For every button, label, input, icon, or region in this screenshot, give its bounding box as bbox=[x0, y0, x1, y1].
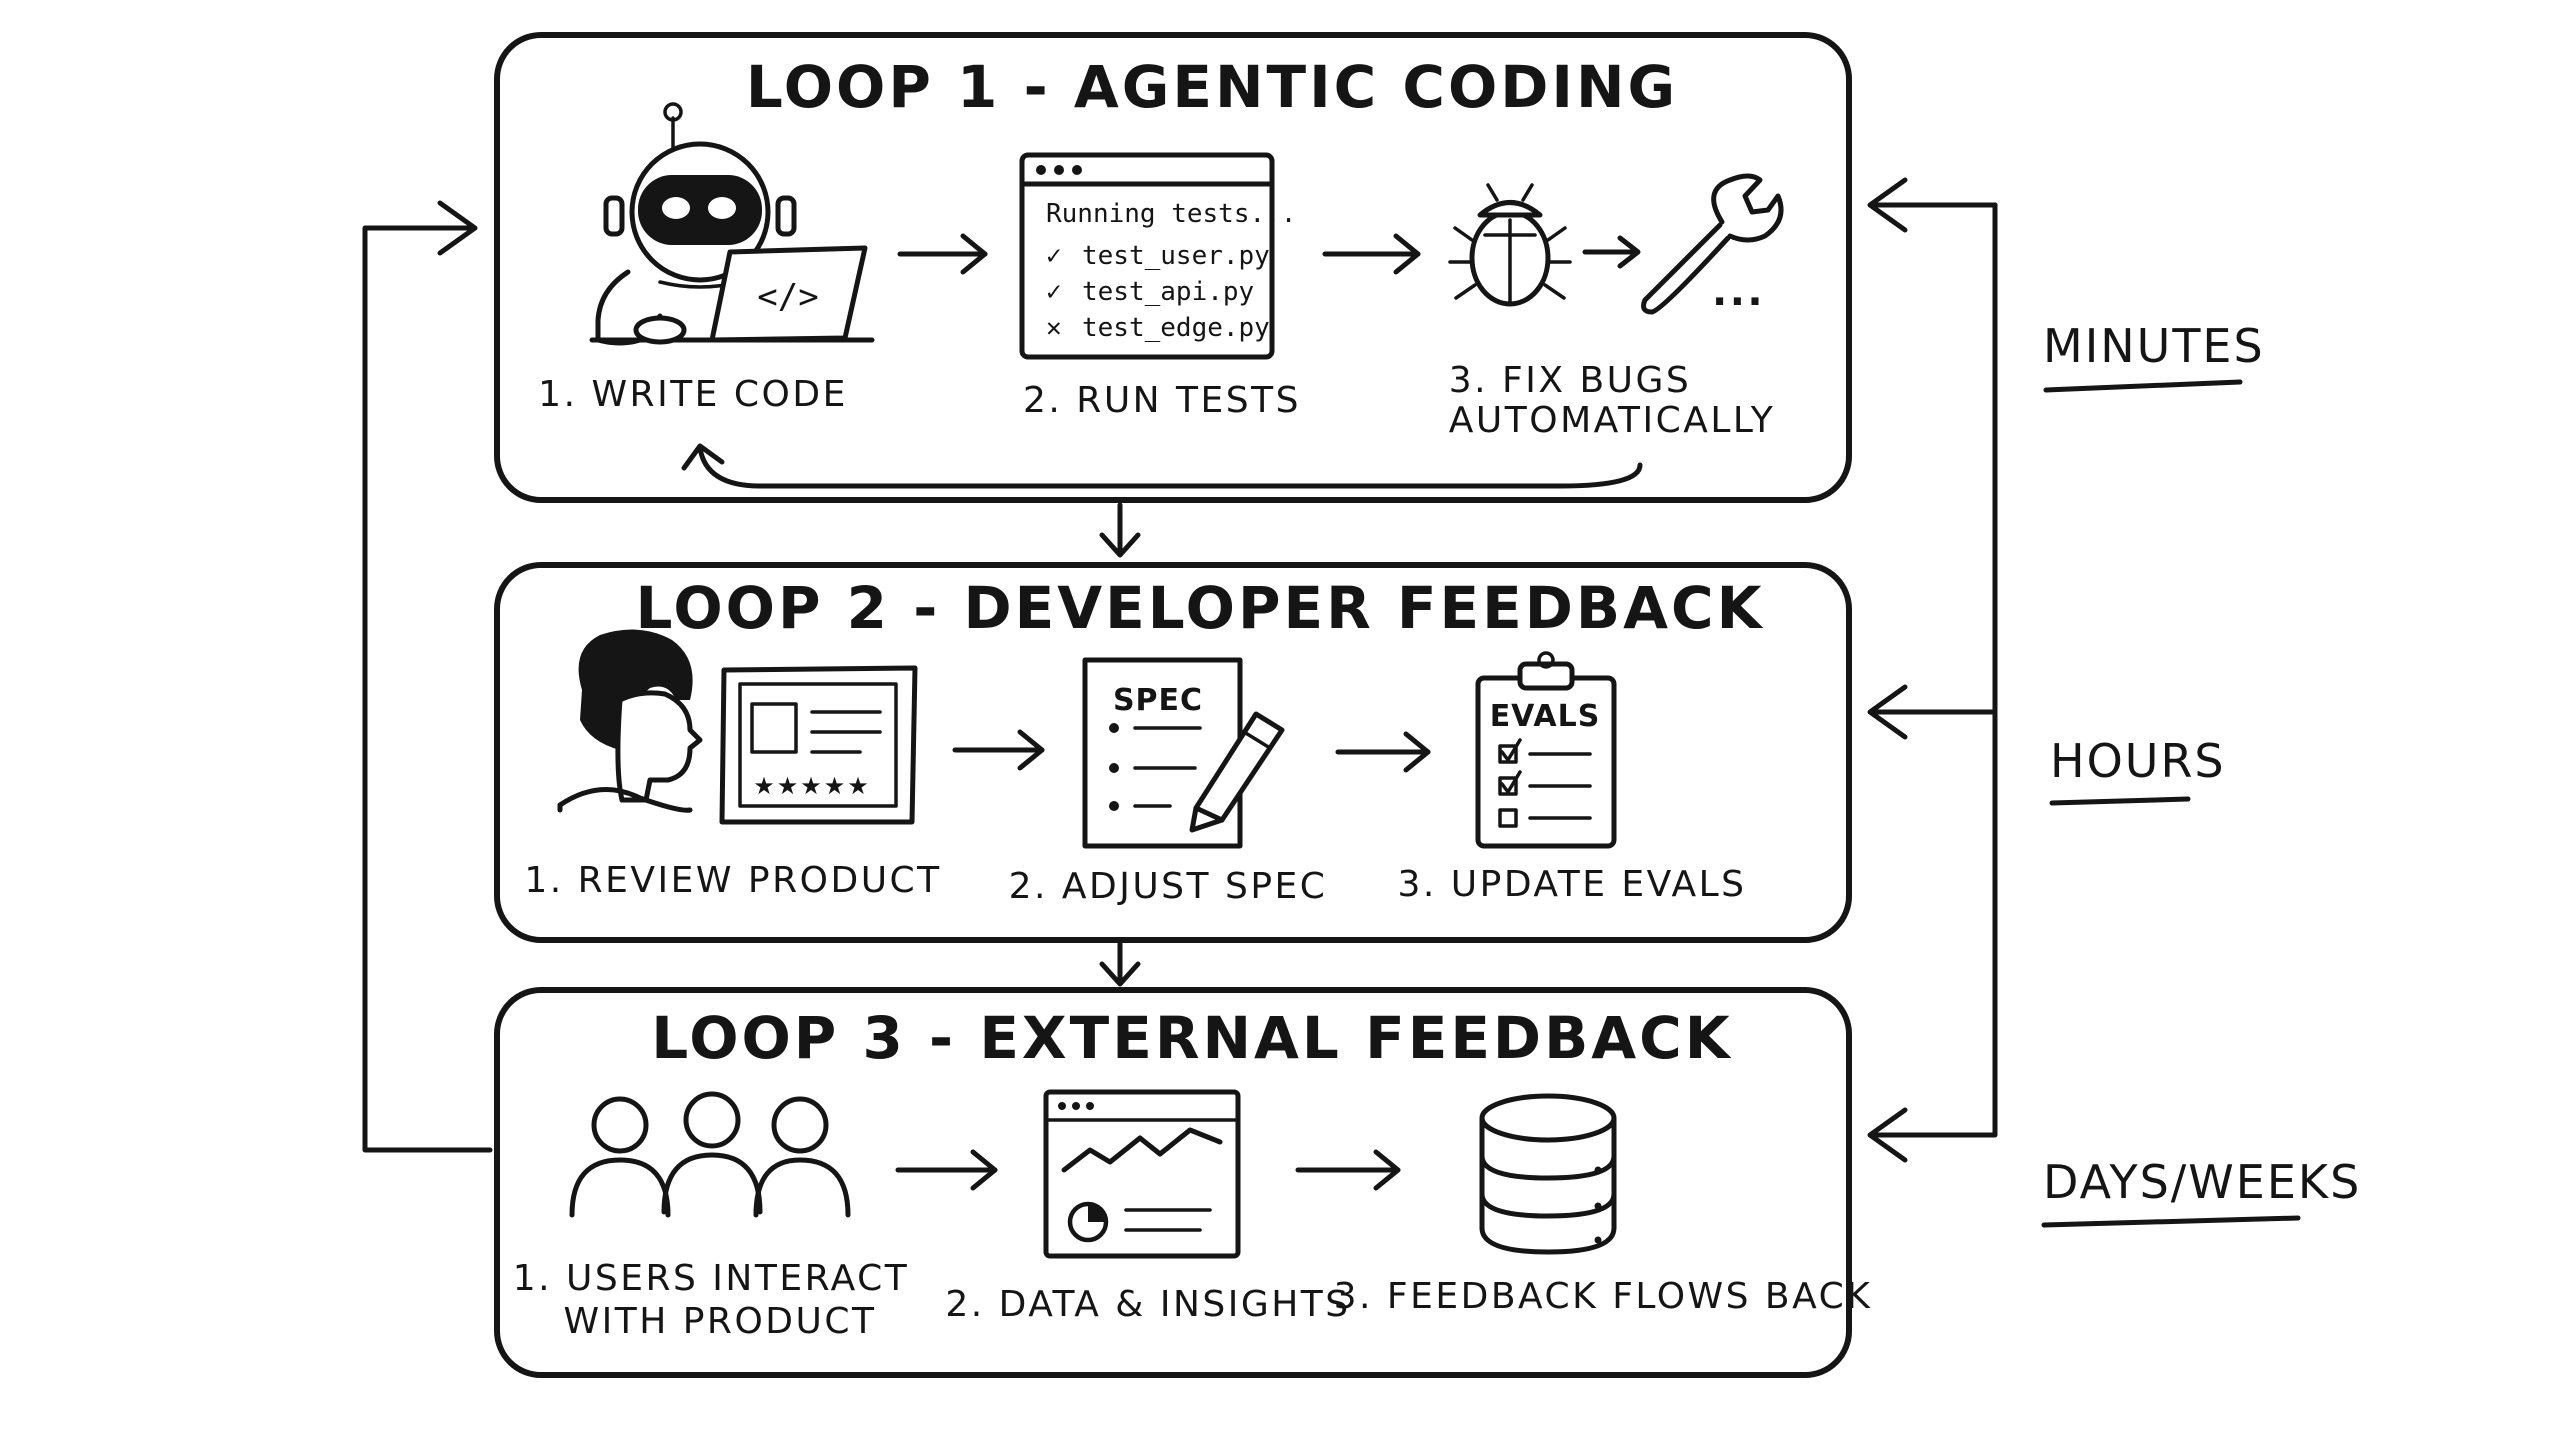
test-terminal-window bbox=[1019, 152, 1275, 360]
loop-1-arrow-2 bbox=[1322, 233, 1421, 275]
loop-1-return-arrow bbox=[681, 443, 1643, 489]
loop-1-step-1-label: 1. WRITE CODE bbox=[538, 374, 848, 415]
loop-2-title: LOOP 2 - DEVELOPER FEEDBACK bbox=[635, 574, 1764, 642]
loop-2-arrow-2 bbox=[1335, 731, 1431, 773]
loop-1-step-3-label-line-1: 3. FIX BUGS bbox=[1449, 360, 1692, 401]
loop-1-step-2-label: 2. RUN TESTS bbox=[1023, 380, 1301, 421]
terminal-check-1: ✓ bbox=[1046, 241, 1062, 271]
loop-2-arrow-1 bbox=[952, 729, 1045, 771]
terminal-cross-3: ✕ bbox=[1046, 313, 1062, 343]
product-screen-icon bbox=[719, 665, 918, 825]
loop-1-arrow-1 bbox=[897, 233, 988, 275]
evals-clipboard-label: EVALS bbox=[1490, 699, 1601, 734]
outer-left-feedback-path bbox=[362, 200, 493, 1153]
loop-3-step-1-label-line-1: 1. USERS INTERACT bbox=[513, 1258, 910, 1299]
analytics-dashboard-icon bbox=[1043, 1089, 1241, 1259]
timescale-hours: HOURS bbox=[2050, 734, 2226, 788]
spec-document-label: SPEC bbox=[1113, 683, 1203, 718]
wrench-ellipsis: ... bbox=[1712, 269, 1765, 315]
developer-person-icon bbox=[557, 629, 703, 813]
loop-3-arrow-2 bbox=[1295, 1149, 1401, 1191]
terminal-line-2: test_api.py bbox=[1082, 277, 1254, 307]
product-rating-stars: ★★★★★ bbox=[753, 772, 871, 800]
bug-to-wrench-arrow bbox=[1582, 235, 1641, 269]
wrench-icon bbox=[1641, 173, 1784, 315]
loop-3-step-1-label-line-2: WITH PRODUCT bbox=[564, 1301, 877, 1342]
loop-2-step-1-label: 1. REVIEW PRODUCT bbox=[524, 860, 941, 901]
loop2-to-loop3-arrow bbox=[1099, 941, 1141, 987]
loop-3-arrow-1 bbox=[895, 1149, 998, 1191]
timescale-days-weeks-underline bbox=[2041, 1215, 2301, 1228]
loop-3-step-2-label: 2. DATA & INSIGHTS bbox=[945, 1284, 1350, 1325]
database-icon bbox=[1479, 1093, 1617, 1255]
loop-3-step-3-label: 3. FEEDBACK FLOWS BACK bbox=[1334, 1276, 1873, 1317]
loop-2-step-3-label: 3. UPDATE EVALS bbox=[1397, 864, 1746, 905]
loop-3-title: LOOP 3 - EXTERNAL FEEDBACK bbox=[651, 1004, 1732, 1072]
loop-1-step-3-label-line-2: AUTOMATICALLY bbox=[1449, 400, 1775, 441]
outer-right-timescale-path bbox=[1867, 177, 1998, 1163]
terminal-line-3: test_edge.py bbox=[1082, 313, 1270, 343]
bug-icon bbox=[1448, 183, 1572, 307]
terminal-check-2: ✓ bbox=[1046, 277, 1062, 307]
loop-1-title: LOOP 1 - AGENTIC CODING bbox=[746, 53, 1678, 121]
loop-2-step-2-label: 2. ADJUST SPEC bbox=[1009, 866, 1328, 907]
robot-coding-icon bbox=[589, 102, 875, 346]
users-group-icon bbox=[569, 1091, 851, 1218]
loop1-to-loop2-arrow bbox=[1099, 502, 1141, 558]
terminal-header-text: Running tests... bbox=[1046, 199, 1296, 229]
timescale-minutes-underline bbox=[2043, 379, 2243, 393]
terminal-line-1: test_user.py bbox=[1082, 241, 1270, 271]
timescale-hours-underline bbox=[2049, 796, 2191, 806]
laptop-code-glyph: </> bbox=[757, 277, 818, 317]
timescale-minutes: MINUTES bbox=[2043, 319, 2265, 373]
pencil-icon bbox=[1189, 711, 1285, 833]
evals-clipboard-icon bbox=[1475, 651, 1617, 849]
timescale-days-weeks: DAYS/WEEKS bbox=[2043, 1155, 2361, 1209]
